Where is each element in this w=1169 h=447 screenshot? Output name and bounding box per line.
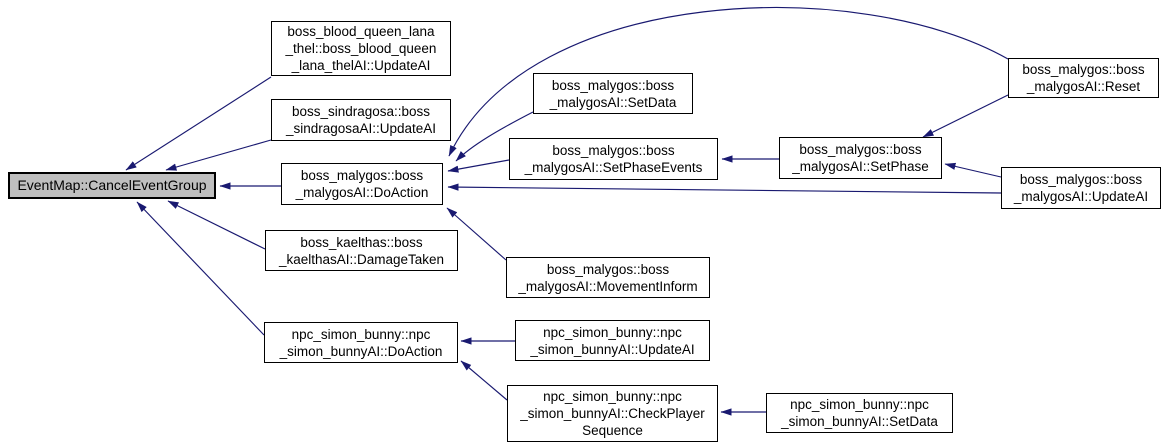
- edge-malygos-updateai-to-doaction: [447, 183, 1002, 194]
- edge-malygos-setdata-to-doaction: [455, 111, 534, 162]
- edge-simon-checkplayersequence-to-simon-doaction: [460, 360, 508, 401]
- edge-sindragosa-updateai-to-cancel: [165, 139, 272, 171]
- node-boss-malygos-setphaseevents[interactable]: boss_malygos::boss _malygosAI::SetPhaseE…: [509, 138, 718, 180]
- edge-malygos-reset-to-doaction: [448, 7, 1009, 157]
- node-npc-simon-bunny-updateai[interactable]: npc_simon_bunny::npc _simon_bunnyAI::Upd…: [515, 320, 710, 361]
- node-npc-simon-bunny-setdata[interactable]: npc_simon_bunny::npc _simon_bunnyAI::Set…: [766, 393, 953, 433]
- edge-simon-doaction-to-cancel: [136, 201, 265, 336]
- edge-malygos-setphaseevents-to-doaction: [447, 159, 510, 173]
- node-boss-sindragosa-updateai[interactable]: boss_sindragosa::boss _sindragosaAI::Upd…: [271, 99, 451, 141]
- node-boss-malygos-setdata[interactable]: boss_malygos::boss _malygosAI::SetData: [533, 73, 693, 114]
- edge-bloodqueen-updateai-to-cancel: [125, 76, 272, 171]
- node-eventmap-canceleventgroup: EventMap::CancelEventGroup: [8, 172, 216, 199]
- node-boss-blood-queen-lana-thel-updateai[interactable]: boss_blood_queen_lana _thel::boss_blood_…: [271, 21, 451, 76]
- node-boss-malygos-reset[interactable]: boss_malygos::boss _malygosAI::Reset: [1008, 58, 1159, 98]
- node-boss-kaelthas-damagetaken[interactable]: boss_kaelthas::boss _kaelthasAI::DamageT…: [265, 230, 458, 271]
- edge-malygos-updateai-to-setphase: [944, 162, 1002, 178]
- edge-kaelthas-damagetaken-to-cancel: [167, 200, 266, 250]
- edge-malygos-movementinform-to-doaction: [446, 207, 507, 261]
- node-npc-simon-bunny-checkplayersequence[interactable]: npc_simon_bunny::npc _simon_bunnyAI::Che…: [507, 385, 718, 442]
- node-boss-malygos-doaction[interactable]: boss_malygos::boss _malygosAI::DoAction: [281, 163, 443, 205]
- node-boss-malygos-updateai[interactable]: boss_malygos::boss _malygosAI::UpdateAI: [1001, 167, 1161, 209]
- node-npc-simon-bunny-doaction[interactable]: npc_simon_bunny::npc _simon_bunnyAI::DoA…: [264, 322, 458, 363]
- node-boss-malygos-movementinform[interactable]: boss_malygos::boss _malygosAI::MovementI…: [506, 257, 710, 298]
- edge-malygos-reset-to-setphase: [922, 94, 1009, 138]
- node-boss-malygos-setphase[interactable]: boss_malygos::boss _malygosAI::SetPhase: [779, 137, 942, 179]
